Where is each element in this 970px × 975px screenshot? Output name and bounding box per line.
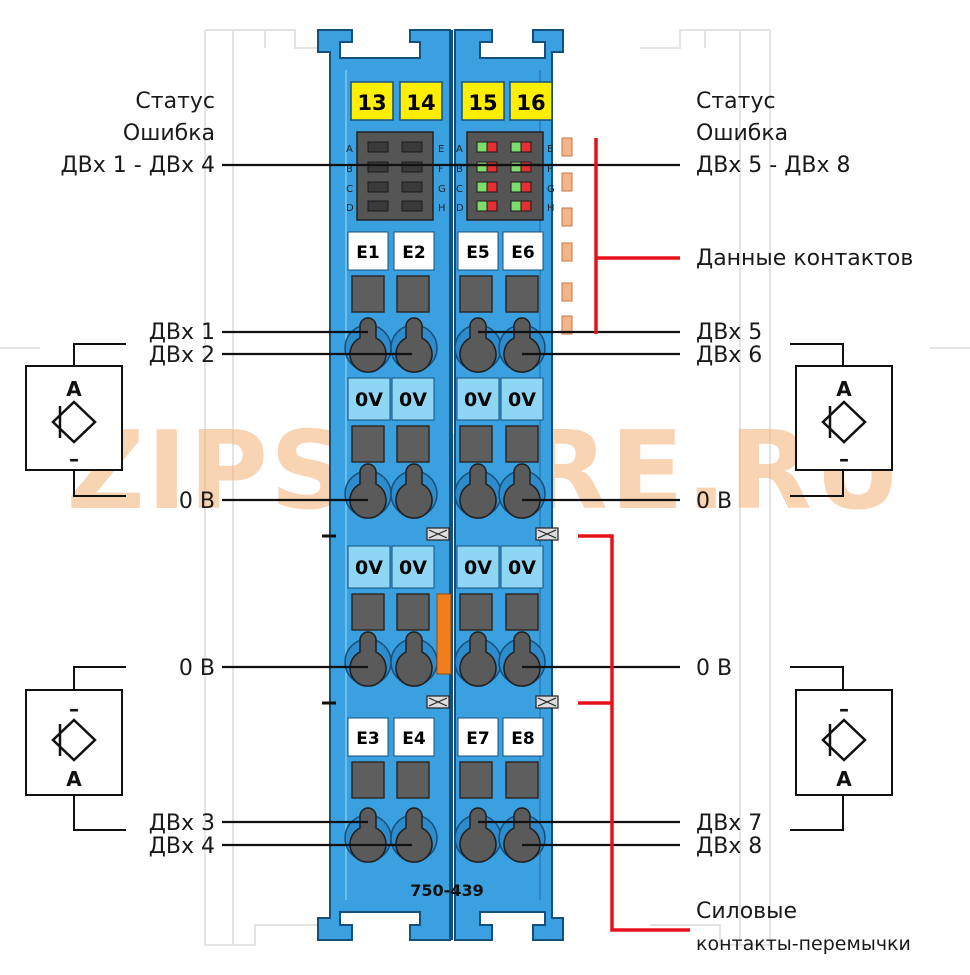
led-panel-left: A B C D E F G H [346,131,446,221]
sensor-terminal-minus: – [69,447,79,471]
din-rail-outline [0,29,970,946]
callout-labels: Статус Ошибка ДВх 1 - ДВх 4 Статус Ошибк… [60,89,913,955]
label-din3: ДВх 3 [149,811,215,836]
clamp-openings [344,317,546,863]
led-letter-b: B [346,164,353,175]
ov-tag-4: 0V [508,389,536,411]
label-left-error: Ошибка [123,121,215,146]
led-letter-h-2: H [547,203,555,214]
ov-tag-6: 0V [399,557,427,579]
wire-clamp[interactable] [459,463,497,519]
ov-tag-8: 0V [508,557,536,579]
wire-clamp[interactable] [395,631,433,687]
label-0v-left-lower: 0 В [179,656,215,681]
led-letter-e-2: E [547,144,553,155]
led-letter-d: D [346,203,354,214]
wire-clamp[interactable] [459,317,497,373]
led-letter-a-2: A [456,144,463,155]
tag-e4: E4 [402,729,426,749]
sensor-terminal-a-4: A [836,767,852,791]
tag-e8: E8 [511,729,534,749]
data-contacts [561,137,573,335]
label-left-status: Статус [135,89,215,114]
label-din6: ДВх 6 [696,343,762,368]
number-15: 15 [468,91,497,115]
callout-lines [222,163,680,847]
sensor-lower-right: – A [790,666,893,831]
led-letter-d-2: D [456,203,464,214]
tag-e7: E7 [466,729,489,749]
ov-tag-5: 0V [355,557,383,579]
wire-clamp[interactable] [503,631,541,687]
wire-clamp[interactable] [503,463,541,519]
wire-clamp[interactable] [459,807,497,863]
led-letter-h: H [438,203,446,214]
ov-tag-7: 0V [464,557,492,579]
label-0v-left-upper: 0 В [179,489,215,514]
number-14: 14 [406,91,435,115]
led-letter-a: A [346,144,353,155]
red-brackets [578,138,690,932]
wire-clamp[interactable] [395,463,433,519]
sensor-terminal-minus-3: – [69,697,79,721]
tag-e6: E6 [511,243,534,263]
led-letter-f: F [438,164,444,175]
ov-tag-3: 0V [464,389,492,411]
wire-clamp[interactable] [395,807,433,863]
tag-e2: E2 [402,243,425,263]
sensor-terminal-minus-2: – [839,447,849,471]
model-number: 750-439 [410,881,483,900]
label-din4: ДВх 4 [149,834,215,859]
ov-tag-2: 0V [399,389,427,411]
label-power-jumper-1: Силовые [696,899,797,924]
label-left-din-range: ДВх 1 - ДВх 4 [60,153,215,178]
sensor-terminal-a-3: A [66,767,82,791]
led-letter-c-2: C [456,184,463,195]
led-letter-c: C [346,184,353,195]
label-0v-right-lower: 0 В [696,656,732,681]
label-din7: ДВх 7 [696,811,762,836]
center-indicator [436,593,452,675]
wire-clamp[interactable] [459,631,497,687]
led-letter-b-2: B [456,164,463,175]
tag-e1: E1 [356,243,379,263]
terminal-tags: E1 E2 E5 E6 E3 E4 E7 E8 [347,231,544,757]
led-letter-f-2: F [547,164,553,175]
sensor-terminal-a-2: A [836,377,852,401]
label-din5: ДВх 5 [696,320,762,345]
label-right-status: Статус [696,89,776,114]
sensor-terminal-a: A [66,377,82,401]
sensor-upper-left: A – [25,343,126,497]
label-din1: ДВх 1 [149,320,215,345]
label-din2: ДВх 2 [149,343,215,368]
channel-numbers: 13 14 15 16 [350,81,553,121]
number-16: 16 [516,91,545,115]
wire-clamp[interactable] [503,807,541,863]
tag-e3: E3 [356,729,379,749]
label-right-din-range: ДВх 5 - ДВх 8 [696,153,851,178]
label-0v-right-upper: 0 В [696,489,732,514]
label-power-jumper-2: контакты-перемычки [696,933,911,955]
jumper-slots [426,527,559,709]
wire-clamp[interactable] [349,807,387,863]
ov-tags: 0V 0V 0V 0V 0V 0V 0V 0V [347,377,544,589]
sensor-upper-right: A – [790,343,893,497]
sensor-terminal-minus-4: – [839,697,849,721]
label-contact-data: Данные контактов [696,246,913,271]
number-13: 13 [357,91,386,115]
release-levers [351,275,539,799]
led-letter-e: E [438,144,444,155]
sensor-lower-left: – A [25,666,126,831]
label-right-error: Ошибка [696,121,788,146]
ov-tag-1: 0V [355,389,383,411]
wire-clamp[interactable] [503,317,541,373]
tag-e5: E5 [466,243,489,263]
led-panel-right: A B C D E F G H [456,131,555,221]
led-letter-g: G [438,184,446,195]
label-din8: ДВх 8 [696,834,762,859]
led-letter-g-2: G [547,184,555,195]
